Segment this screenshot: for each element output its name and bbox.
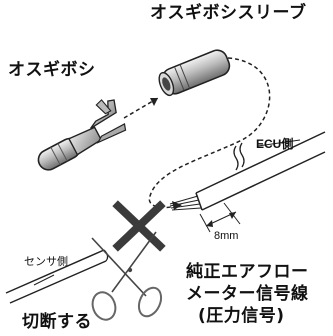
do-not-connect-mark [112, 200, 166, 252]
signal-label-line1: 純正エアフロー [186, 262, 309, 282]
sleeve-icon [158, 49, 231, 97]
signal-label-line2: メーター信号線 [186, 284, 309, 304]
male-terminal-icon [37, 99, 127, 171]
scissors-icon [91, 231, 163, 321]
sensor-side-label: センサ側 [24, 255, 68, 268]
terminal-label: オスギボシ [8, 60, 96, 80]
assembly-arrow-terminal [123, 97, 159, 119]
sleeve-label: オスギボシスリーブ [150, 3, 307, 23]
signal-label-line3: (圧力信号) [198, 306, 285, 326]
cut-label: 切断する [22, 312, 92, 332]
length-dimension [199, 202, 241, 233]
length-label: 8mm [214, 230, 239, 242]
ecu-side-wire [169, 131, 326, 211]
ecu-side-label: ECU側 [256, 137, 294, 151]
signal-wire-label: 純正エアフロー メーター信号線 (圧力信号) [186, 261, 309, 327]
